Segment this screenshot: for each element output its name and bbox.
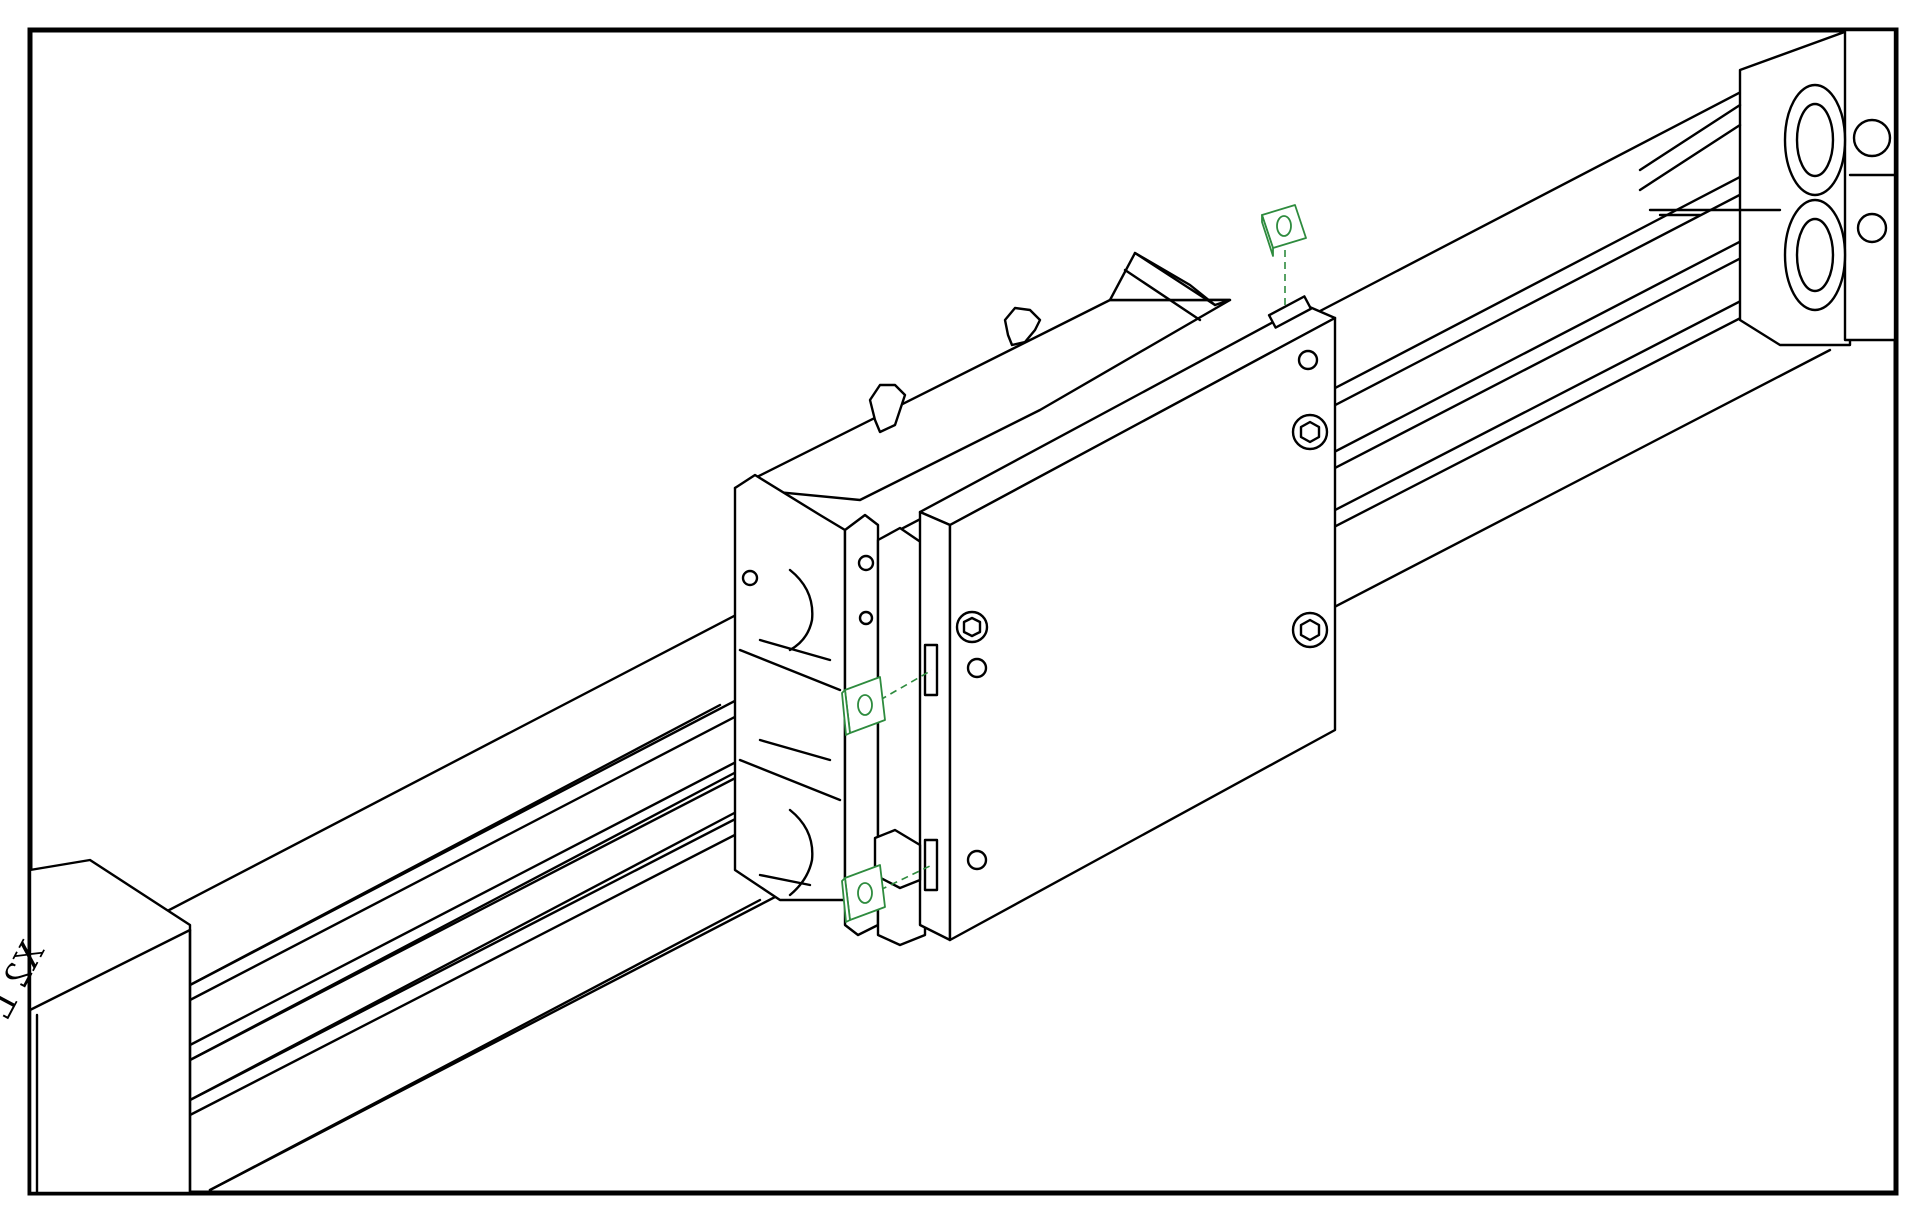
- hex-screw-left: [955, 610, 989, 644]
- hex-screw-top-right: [1291, 413, 1329, 451]
- right-end-assembly: [1638, 28, 1898, 347]
- end-block: X2 L: [0, 858, 192, 1195]
- linear-rod-upper: [188, 703, 742, 1062]
- square-nut-bottom: [841, 864, 933, 923]
- square-nut-middle: [841, 669, 933, 736]
- linear-rod-lower: [188, 808, 762, 1192]
- hex-screw-mid-right: [1291, 611, 1329, 649]
- cover-plate: [918, 295, 1337, 942]
- drawing-border: [27, 27, 1899, 1196]
- square-nut-top: [1261, 204, 1307, 305]
